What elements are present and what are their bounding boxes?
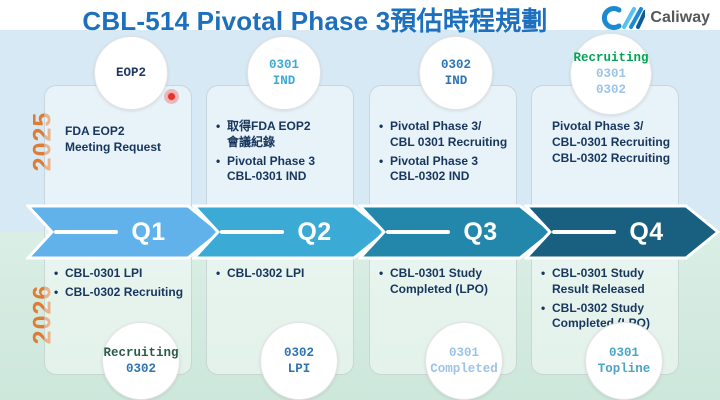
q3-2025-items: • Pivotal Phase 3/ CBL 0301 Recruiting •… <box>379 119 512 188</box>
timeline-arrow-q4: Q4 <box>524 204 720 260</box>
quarter-dash-line <box>220 230 285 234</box>
milestone-circle-0301-ind: 0301 IND <box>247 36 321 110</box>
milestone-circle-text: Recruiting <box>573 51 649 65</box>
milestone-circle-text: IND <box>444 74 468 88</box>
quarter-label: Q4 <box>629 217 664 246</box>
caliway-logo-text: Caliway <box>650 9 710 26</box>
list-item: • Pivotal Phase 3/ CBL 0301 Recruiting <box>379 119 512 151</box>
caliway-logo: Caliway <box>595 5 710 31</box>
q4-2025-items: Pivotal Phase 3/ CBL-0301 Recruiting CBL… <box>541 119 674 169</box>
timeline-arrow-q2: Q2 <box>192 204 388 260</box>
quarter-dash-line <box>54 230 119 234</box>
milestone-circle-text: 0301 <box>268 58 299 72</box>
chevron-arrow-shape <box>26 204 222 260</box>
list-item: • Pivotal Phase 3 CBL-0302 IND <box>379 154 512 186</box>
quarter-label-group: Q2 <box>192 204 388 260</box>
milestone-circle-0301-completed: 0301 Completed <box>425 322 503 400</box>
page-title: CBL-514 Pivotal Phase 3預估時程規劃 <box>82 6 548 36</box>
q3-2026-items: • CBL-0301 Study Completed (LPO) <box>379 266 512 301</box>
milestone-circle-text: 0302 <box>125 362 156 376</box>
timeline-arrow-q1: Q1 <box>26 204 222 260</box>
milestone-circle-text: 0302 <box>595 83 626 97</box>
milestone-text: CBL-0301 Study Result Released <box>552 266 645 296</box>
bullet-glyph: • <box>541 300 546 315</box>
quarter-label-group: Q3 <box>358 204 554 260</box>
q2-2025-items: • 取得FDA EOP2 會議紀錄 • Pivotal Phase 3 CBL-… <box>216 119 349 188</box>
milestone-text: CBL-0302 Recruiting <box>65 284 184 299</box>
bullet-glyph: • <box>379 153 384 168</box>
quarter-label: Q2 <box>297 217 332 246</box>
milestone-text: Pivotal Phase 3 CBL-0301 IND <box>227 153 316 184</box>
q1-2026-items: • CBL-0301 LPI • CBL-0302 Recruiting <box>54 266 187 304</box>
bullet-glyph <box>541 119 552 166</box>
milestone-text: Pivotal Phase 3/ CBL-0301 Recruiting CBL… <box>552 119 671 165</box>
list-item: Pivotal Phase 3/ CBL-0301 Recruiting CBL… <box>541 119 674 166</box>
q2-2026-items: • CBL-0302 LPI <box>216 266 349 285</box>
milestone-circle-text: Recruiting <box>103 346 179 360</box>
milestone-circle-0302-ind: 0302 IND <box>419 36 493 110</box>
milestone-text: CBL-0301 Study Completed (LPO) <box>390 266 488 296</box>
milestone-circle-recruiting: Recruiting 0301 0302 <box>570 33 652 115</box>
bullet-glyph: • <box>54 266 59 280</box>
milestone-circle-text: Topline <box>597 362 651 376</box>
milestone-text: Pivotal Phase 3/ CBL 0301 Recruiting <box>390 119 508 149</box>
quarter-label-group: Q1 <box>26 204 222 260</box>
quarter-label: Q3 <box>463 217 498 246</box>
milestone-circle-text: 0301 <box>608 346 639 360</box>
bullet-glyph: • <box>541 266 546 280</box>
quarter-label: Q1 <box>131 217 166 246</box>
caliway-logo-icon <box>602 6 646 30</box>
milestone-circle-recruiting-0302: Recruiting 0302 <box>102 322 180 400</box>
laser-pointer-dot-icon <box>167 92 176 101</box>
bullet-glyph: • <box>379 119 384 133</box>
bullet-glyph: • <box>216 119 221 133</box>
milestone-circle-text: EOP2 <box>115 66 146 80</box>
quarter-label-group: Q4 <box>524 204 720 260</box>
milestone-circle-text: IND <box>272 74 296 88</box>
milestone-text: Pivotal Phase 3 CBL-0302 IND <box>390 153 479 184</box>
list-item: • CBL-0301 LPI <box>54 266 187 282</box>
list-item: FDA EOP2 Meeting Request <box>54 124 187 156</box>
bullet-glyph: • <box>216 266 221 280</box>
bullet-glyph: • <box>379 266 384 280</box>
milestone-circle-text: 0301 <box>448 346 479 360</box>
chevron-arrow-shape <box>358 204 554 260</box>
bullet-glyph: • <box>54 284 59 299</box>
milestone-text: FDA EOP2 Meeting Request <box>65 124 162 154</box>
milestone-circle-text: LPI <box>287 362 311 376</box>
milestone-text: CBL-0301 LPI <box>65 266 143 280</box>
chevron-arrow-shape <box>192 204 388 260</box>
chevron-arrow-shape <box>524 204 720 260</box>
list-item: • Pivotal Phase 3 CBL-0301 IND <box>216 154 349 186</box>
milestone-text: CBL-0302 LPI <box>227 266 305 280</box>
milestone-circle-0302-lpi: 0302 LPI <box>260 322 338 400</box>
q1-2025-items: FDA EOP2 Meeting Request <box>54 124 187 159</box>
milestone-circle-eop2: EOP2 <box>94 36 168 110</box>
milestone-circle-text: 0301 <box>595 67 626 81</box>
bullet-glyph: • <box>216 153 221 168</box>
milestone-circle-text: Completed <box>430 362 498 376</box>
list-item: • CBL-0301 Study Result Released <box>541 266 674 298</box>
milestone-circle-0301-topline: 0301 Topline <box>585 322 663 400</box>
bullet-glyph <box>54 124 65 156</box>
quarter-dash-line <box>386 230 451 234</box>
milestone-text: 取得FDA EOP2 會議紀錄 <box>227 119 311 149</box>
milestone-circle-text: 0302 <box>283 346 314 360</box>
list-item: • CBL-0302 LPI <box>216 266 349 282</box>
list-item: • CBL-0301 Study Completed (LPO) <box>379 266 512 298</box>
list-item: • 取得FDA EOP2 會議紀錄 <box>216 119 349 151</box>
list-item: • CBL-0302 Recruiting <box>54 285 187 301</box>
quarter-dash-line <box>552 230 617 234</box>
milestone-circle-text: 0302 <box>440 58 471 72</box>
timeline-arrow-q3: Q3 <box>358 204 554 260</box>
